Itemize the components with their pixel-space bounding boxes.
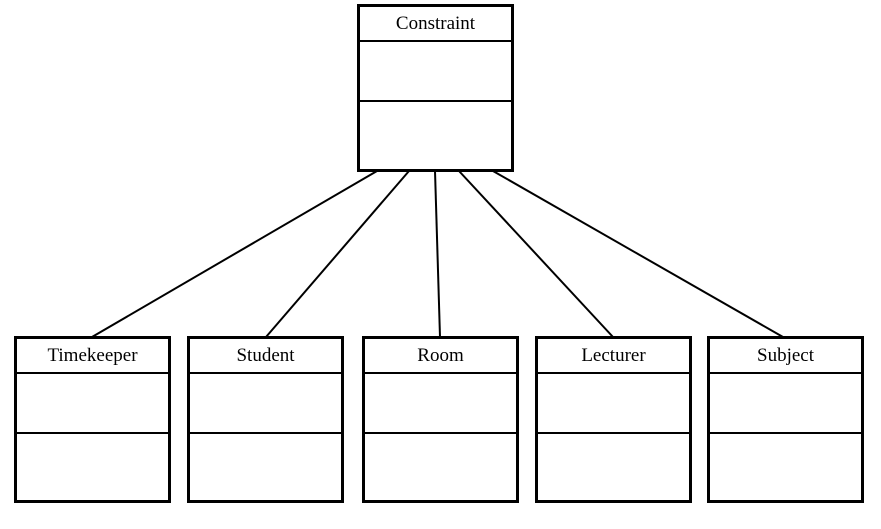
class-name: Student xyxy=(190,339,341,374)
class-name: Lecturer xyxy=(538,339,689,374)
class-attributes xyxy=(360,42,511,102)
class-name: Timekeeper xyxy=(17,339,168,374)
class-methods xyxy=(360,102,511,169)
class-attributes xyxy=(190,374,341,434)
class-attributes xyxy=(710,374,861,434)
class-methods xyxy=(538,434,689,500)
class-attributes xyxy=(365,374,516,434)
class-methods xyxy=(190,434,341,500)
class-methods xyxy=(365,434,516,500)
class-box-timekeeper: Timekeeper xyxy=(14,336,171,503)
class-box-constraint: Constraint xyxy=(357,4,514,172)
class-box-student: Student xyxy=(187,336,344,503)
class-name: Constraint xyxy=(360,7,511,42)
connector-constraint-room xyxy=(434,170,441,338)
class-box-subject: Subject xyxy=(707,336,864,503)
class-methods xyxy=(17,434,168,500)
class-attributes xyxy=(17,374,168,434)
connector-constraint-student xyxy=(265,170,410,338)
class-attributes xyxy=(538,374,689,434)
connector-constraint-timekeeper xyxy=(91,170,378,338)
class-methods xyxy=(710,434,861,500)
class-name: Room xyxy=(365,339,516,374)
connector-constraint-subject xyxy=(492,170,784,338)
connector-constraint-lecturer xyxy=(458,170,614,338)
class-name: Subject xyxy=(710,339,861,374)
class-box-lecturer: Lecturer xyxy=(535,336,692,503)
class-box-room: Room xyxy=(362,336,519,503)
